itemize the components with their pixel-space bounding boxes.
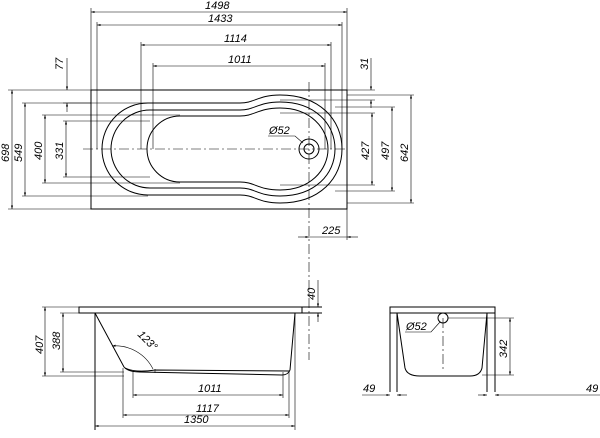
bottom-contour (146, 107, 329, 191)
dim-49-right: 49 (586, 383, 598, 395)
dim-642: 642 (399, 144, 411, 162)
dim-1117: 1117 (196, 403, 220, 415)
dim-549: 549 (13, 144, 25, 162)
dim-1011: 1011 (228, 54, 252, 66)
dim-1114: 1114 (224, 33, 247, 45)
dim-1433: 1433 (208, 13, 233, 25)
dim-407: 407 (34, 335, 46, 354)
dim-31: 31 (359, 58, 371, 70)
inner-contour (110, 101, 336, 197)
dim-400: 400 (33, 141, 45, 160)
dim-1498: 1498 (205, 0, 230, 12)
overflow-label: Ø52 (405, 321, 427, 333)
side-rim (78, 306, 303, 314)
dim-angle-123: 123° (135, 329, 160, 354)
dim-40: 40 (306, 287, 318, 300)
dim-1350: 1350 (184, 414, 209, 426)
dim-side-1011: 1011 (198, 383, 222, 395)
top-view: Ø52 1498 1433 1114 1011 698 549 400 331 … (0, 0, 414, 360)
dim-497: 497 (380, 141, 392, 160)
side-view: 123° 407 388 40 1011 1117 1350 (34, 280, 322, 430)
dim-342: 342 (498, 340, 510, 358)
rim-contour (101, 94, 343, 204)
side-body (94, 312, 296, 376)
dim-698: 698 (0, 143, 12, 162)
dim-331: 331 (54, 142, 66, 160)
dim-49-left: 49 (363, 383, 375, 395)
end-rim (389, 306, 496, 314)
dim-388: 388 (51, 331, 63, 350)
dim-427: 427 (360, 141, 372, 160)
dim-225: 225 (321, 225, 341, 237)
drain-label: Ø52 (268, 125, 290, 137)
dim-77: 77 (54, 57, 66, 70)
end-view: Ø52 342 49 49 (362, 306, 600, 397)
end-body (396, 312, 488, 377)
